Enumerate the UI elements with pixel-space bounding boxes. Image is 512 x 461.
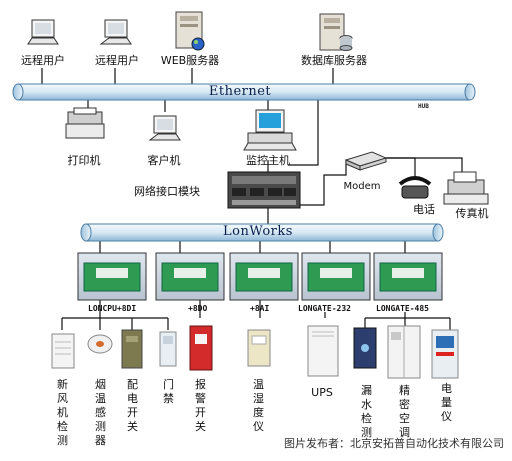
remote-user-pc-icon [27, 19, 59, 45]
phone-label: 电话 [413, 203, 435, 216]
db-server-label: 数据库服务器 [301, 54, 367, 67]
field-device-label: 配电开关 [127, 378, 138, 433]
alarm-switch-icon [189, 325, 213, 371]
fresh-air-detector-icon [51, 333, 75, 369]
monitor-host-label: 监控主机 [246, 154, 290, 167]
8do-module-icon [155, 252, 225, 301]
precision-ac-icon [387, 325, 421, 379]
field-device-label: 烟温感测器 [95, 378, 106, 447]
longate-232-module-icon [301, 252, 371, 301]
remote-user-1-label: 远程用户 [21, 54, 65, 67]
printer-label: 打印机 [67, 154, 101, 167]
monitoring-host-icon [243, 109, 297, 151]
module-label-longate-485: LONGATE-485 [376, 304, 429, 313]
lon-modules [77, 252, 443, 301]
lonworks-bus [80, 223, 444, 242]
watermark: 图片发布者：北京安拓普自动化技术有限公司 [284, 437, 504, 450]
water-leak-detector-icon [353, 327, 377, 369]
field-device-label: 漏水检测 [361, 384, 372, 439]
lonworks-label: LonWorks [223, 224, 293, 239]
remote-user-pc-icon [99, 19, 132, 45]
client-label: 客户机 [147, 154, 181, 167]
module-label-longate-232: LONGATE-232 [298, 304, 351, 313]
phone-icon [398, 176, 432, 199]
power-distribution-switch-icon [121, 329, 143, 369]
module-label-8ai: +8AI [250, 304, 270, 313]
power-meter-icon [431, 329, 459, 379]
field-device-label: 门禁 [163, 378, 174, 405]
database-server-icon [319, 13, 353, 51]
8ai-module-icon [229, 252, 299, 301]
field-device-label: 温湿度仪 [253, 378, 264, 433]
hub-label: HUB [418, 103, 429, 110]
field-device-label: 精密空调 [399, 384, 410, 439]
modem-icon [344, 151, 388, 171]
fax-label: 传真机 [455, 207, 489, 220]
field-device-label: 电量仪 [441, 382, 452, 423]
modem-label: Modem [343, 181, 381, 192]
web-server-icon [175, 11, 205, 51]
remote-user-2-label: 远程用户 [95, 54, 139, 67]
web-server-label: WEB服务器 [160, 54, 220, 67]
ethernet-bus [12, 83, 476, 101]
connection-lines [41, 68, 463, 330]
ups-icon [307, 325, 339, 377]
printer-icon [65, 107, 105, 139]
field-device-label: UPS [311, 386, 333, 399]
longate-485-module-icon [373, 252, 443, 301]
loncpu-module-icon [77, 252, 147, 301]
fax-icon [443, 171, 489, 205]
module-label-loncpu: LONCPU+8DI [88, 304, 137, 313]
ethernet-label: Ethernet [208, 84, 272, 99]
access-control-icon [159, 331, 177, 367]
network-module-label: 网络接口模块 [134, 185, 200, 198]
client-pc-icon [148, 115, 181, 141]
temp-humidity-meter-icon [247, 329, 271, 367]
smoke-temp-sensor-icon [87, 334, 113, 354]
network-interface-module-icon [227, 171, 301, 209]
module-label-8do: +8DO [188, 304, 208, 313]
field-device-label: 报警开关 [195, 378, 206, 433]
field-device-label: 新风机检测 [57, 378, 68, 447]
